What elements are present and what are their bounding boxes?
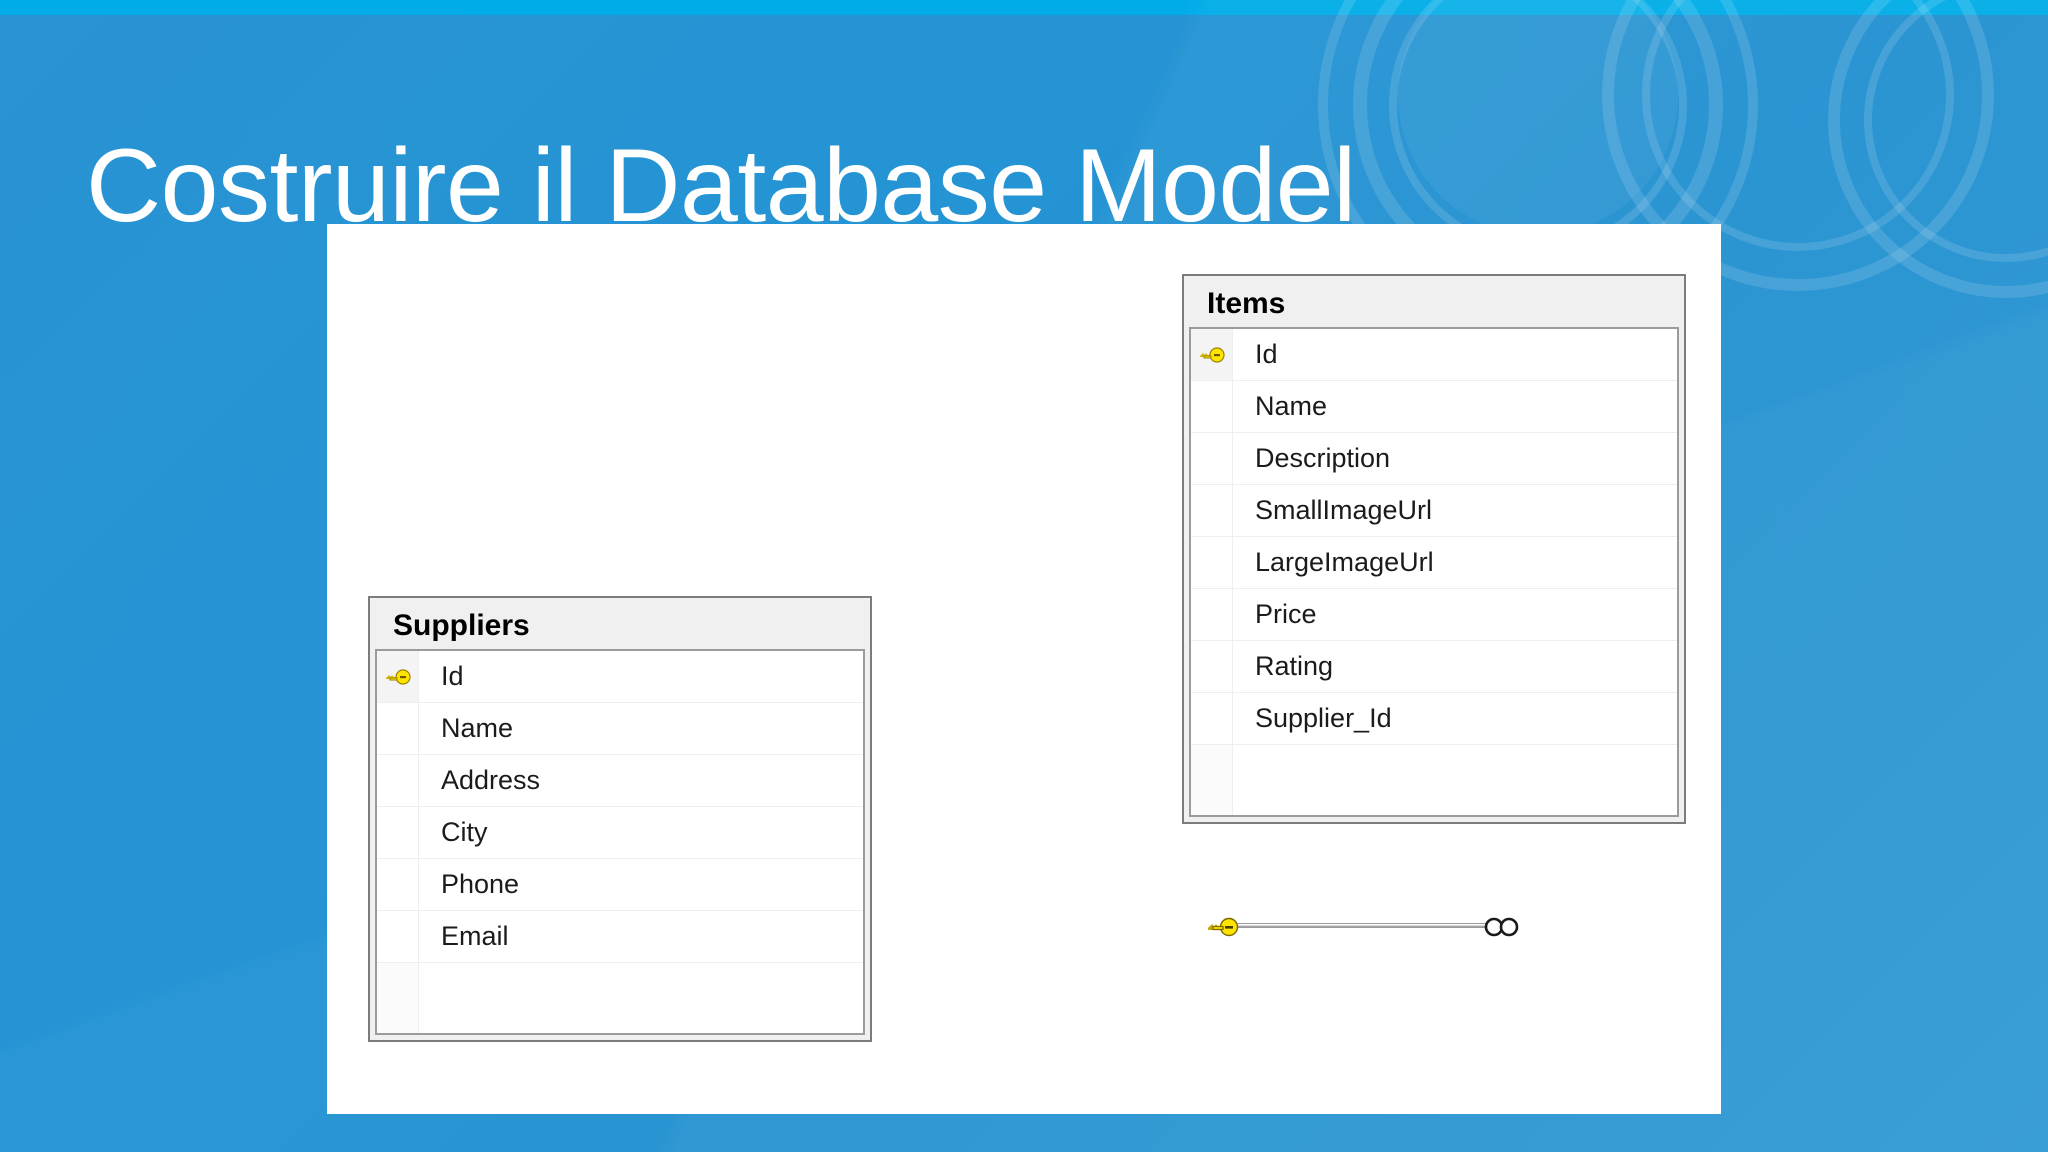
er-table-title-suppliers: Suppliers — [393, 609, 530, 642]
er-table-suppliers[interactable]: Suppliers Id Name — [368, 596, 872, 1042]
er-field-row[interactable]: Name — [377, 703, 863, 755]
er-field-label: LargeImageUrl — [1255, 547, 1434, 577]
er-row-gutter — [1191, 641, 1233, 692]
er-field-row[interactable]: Address — [377, 755, 863, 807]
er-field-label: Name — [1255, 391, 1328, 421]
er-field-label: Address — [441, 765, 541, 795]
er-field-label: Name — [441, 713, 514, 743]
er-row-gutter — [1191, 745, 1233, 815]
er-row-gutter — [377, 807, 419, 858]
er-field-label: Rating — [1255, 651, 1334, 681]
accent-top-bar — [0, 0, 2048, 15]
diagram-canvas: Suppliers Id Name — [327, 224, 1721, 1114]
er-field-row[interactable]: Phone — [377, 859, 863, 911]
er-field-grid-suppliers: Id Name Address City Phone — [375, 649, 865, 1035]
er-row-gutter — [1191, 537, 1233, 588]
er-field-row[interactable]: Id — [377, 651, 863, 703]
page-title: Costruire il Database Model — [86, 127, 1356, 244]
er-field-row[interactable]: Supplier_Id — [1191, 693, 1677, 745]
er-field-label: Supplier_Id — [1255, 703, 1392, 733]
relationship-many-infinity-icon — [1484, 917, 1519, 937]
er-field-row[interactable]: City — [377, 807, 863, 859]
er-field-label: Id — [441, 661, 464, 691]
relationship-line — [1235, 923, 1487, 928]
er-row-gutter — [377, 859, 419, 910]
er-field-row[interactable]: Rating — [1191, 641, 1677, 693]
relationship-one-key-icon — [1208, 917, 1239, 937]
er-row-gutter — [1191, 433, 1233, 484]
er-field-row[interactable]: LargeImageUrl — [1191, 537, 1677, 589]
er-row-gutter — [1191, 485, 1233, 536]
er-table-title-items: Items — [1207, 287, 1286, 320]
er-row-gutter — [377, 755, 419, 806]
primary-key-icon — [385, 668, 411, 685]
er-row-gutter — [377, 911, 419, 962]
er-field-label: Description — [1255, 443, 1391, 473]
er-field-row[interactable]: Price — [1191, 589, 1677, 641]
er-field-grid-items: Id Name Description SmallImageUrl LargeI — [1189, 327, 1679, 817]
er-table-items[interactable]: Items Id Name — [1182, 274, 1686, 824]
er-field-row-empty[interactable] — [1191, 745, 1677, 815]
er-field-row[interactable]: Email — [377, 911, 863, 963]
er-field-row[interactable]: SmallImageUrl — [1191, 485, 1677, 537]
er-row-gutter — [1191, 381, 1233, 432]
er-field-label: City — [441, 817, 488, 847]
er-field-row[interactable]: Id — [1191, 329, 1677, 381]
er-row-gutter — [1191, 589, 1233, 640]
er-field-row-empty[interactable] — [377, 963, 863, 1033]
er-row-gutter — [1191, 329, 1233, 380]
er-field-label: Email — [441, 921, 509, 951]
er-field-row[interactable]: Name — [1191, 381, 1677, 433]
er-row-gutter — [377, 963, 419, 1033]
er-field-label: Id — [1255, 339, 1278, 369]
er-row-gutter — [377, 703, 419, 754]
er-row-gutter — [377, 651, 419, 702]
er-field-row[interactable]: Description — [1191, 433, 1677, 485]
er-field-label: SmallImageUrl — [1255, 495, 1433, 525]
er-field-label: Price — [1255, 599, 1317, 629]
er-field-label: Phone — [441, 869, 520, 899]
er-relationship-connector[interactable] — [1207, 914, 1519, 940]
er-row-gutter — [1191, 693, 1233, 744]
primary-key-icon — [1199, 346, 1225, 363]
